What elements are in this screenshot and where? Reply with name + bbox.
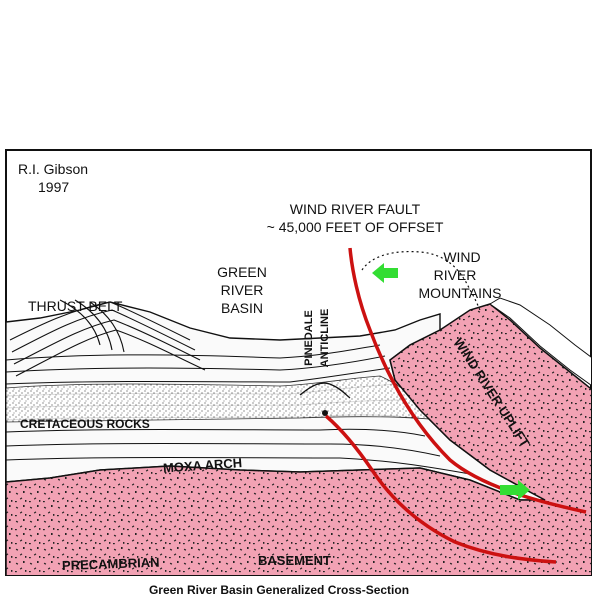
thrust-belt-folds — [9, 299, 206, 377]
cretaceous-label: CRETACEOUS ROCKS — [20, 417, 150, 431]
pinedale-label-line1: PINEDALE — [303, 310, 315, 366]
basin-label-line3: BASIN — [221, 300, 263, 316]
mountains-label-line1: WIND — [443, 249, 480, 265]
basement-label: BASEMENT — [258, 553, 331, 568]
green-arrow-left-icon — [372, 263, 398, 283]
fault-label-line2: ~ 45,000 FEET OF OFFSET — [267, 219, 444, 235]
green-arrow-right-icon — [500, 480, 530, 500]
thrust-belt-label: THRUST BELT — [28, 298, 123, 314]
basin-label-line2: RIVER — [221, 282, 264, 298]
precambrian-basement — [6, 303, 591, 575]
pinedale-label-line2: ANTICLINE — [319, 309, 331, 368]
precambrian-label: PRECAMBRIAN — [62, 555, 160, 573]
fault-label-line1: WIND RIVER FAULT — [290, 201, 421, 217]
moxa-arch-label: MOXA ARCH — [163, 455, 243, 475]
mountains-label-line2: RIVER — [434, 267, 477, 283]
fault-tip-dot — [322, 410, 328, 416]
mountains-label-line3: MOUNTAINS — [419, 285, 502, 301]
uplift-flank-strata — [489, 297, 591, 386]
basin-label-line1: GREEN — [217, 264, 267, 280]
year-credit: 1997 — [38, 179, 69, 195]
pinedale-anticline-fold — [299, 382, 351, 399]
figure-caption: Green River Basin Generalized Cross-Sect… — [149, 583, 409, 597]
author-credit: R.I. Gibson — [18, 161, 88, 177]
pinedale-fault — [324, 414, 557, 564]
